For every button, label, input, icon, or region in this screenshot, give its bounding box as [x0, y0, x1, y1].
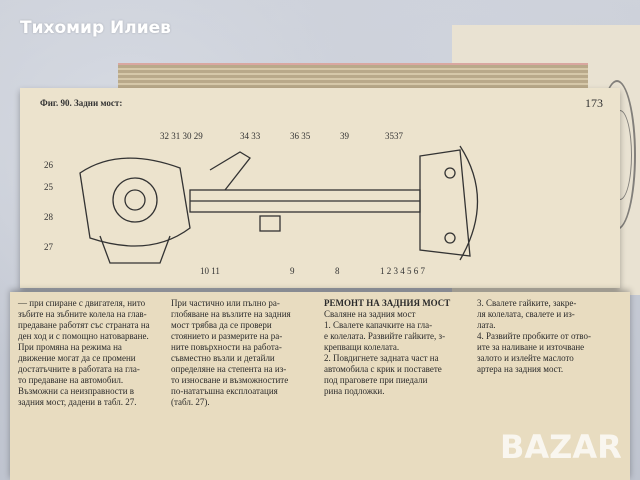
text-line: — при спиране с двигателя, нито: [18, 298, 146, 308]
text-line: рина подложки.: [324, 386, 385, 396]
text-line: залото и излейте маслото: [477, 353, 574, 363]
wheel-hub: [419, 149, 471, 257]
text-line: задния мост, дадени в табл. 27.: [18, 397, 137, 407]
watermark-text: Тихомир Илиев: [20, 18, 171, 38]
text-line: съвместно възли и детайли: [171, 353, 275, 363]
top-page: 173 Фиг. 90. Задни мост: 39 36 35 34 33 32 …: [20, 88, 620, 288]
section-subheading: Сваляне на задния мост: [324, 309, 416, 319]
text-line: 2. Повдигнете задната част на: [324, 353, 439, 363]
brake-drum: [459, 145, 479, 261]
callout-number: 26: [44, 160, 54, 170]
text-line: достатъчните в работата на гла-: [18, 364, 140, 374]
text-line: движение могат да се промени: [18, 353, 136, 363]
callout-number: 1 2 3 4 5 6 7: [380, 266, 426, 276]
text-line: 3. Свалете гайките, закре-: [477, 298, 577, 308]
text-line: предаване работят със страната на: [18, 320, 150, 330]
callout-number: 10 11: [200, 266, 220, 276]
text-line: по-нататъшна експлоатация: [171, 386, 278, 396]
text-line: определяне на степента на из-: [171, 364, 287, 374]
axle-tube-upper: [209, 151, 251, 191]
callout-number: 3537: [385, 131, 404, 141]
text-line: 4. Развийте пробките от отво-: [477, 331, 591, 341]
text-line: то предаване на автомобил.: [18, 375, 124, 385]
text-line: автомобила с крик и поставете: [324, 364, 442, 374]
right-text-column-continued: 3. Свалете гайките, закре- ля колелата, …: [477, 298, 622, 375]
text-line: ите за наливане и източване: [477, 342, 585, 352]
text-line: (табл. 27).: [171, 397, 210, 407]
callout-number: 27: [44, 242, 54, 252]
rear-axle-drawing: 39 36 35 34 33 32 31 30 29 26 25 28 27 10 11 9 8 1 …: [44, 131, 479, 276]
callout-number: 9: [290, 266, 295, 276]
text-line: мост трябва да се провери: [171, 320, 272, 330]
callout-number: 25: [44, 182, 54, 192]
differential-gear: [112, 177, 158, 223]
text-line: При частично или пълно ра-: [171, 298, 280, 308]
left-text-column: — при спиране с двигателя, нито зъбите н…: [18, 298, 163, 408]
figure-caption: Фиг. 90. Задни мост:: [40, 98, 520, 109]
text-line: зъбите на зъбните колела на глав-: [18, 309, 147, 319]
section-heading: РЕМОНТ НА ЗАДНИЯ МОСТ: [324, 298, 451, 308]
text-line: ден ход и с помощно натоварване.: [18, 331, 149, 341]
left-text-column-continued: При частично или пълно ра- глобяване на …: [171, 298, 316, 408]
text-line: крепващи колелата.: [324, 342, 400, 352]
text-line: ля колелата, свалете и из-: [477, 309, 575, 319]
right-text-column: РЕМОНТ НА ЗАДНИЯ МОСТ Сваляне на задния …: [324, 298, 469, 397]
page-number: 173: [585, 96, 603, 110]
callout-number: 32 31 30 29: [160, 131, 203, 141]
text-line: то износване и възможностите: [171, 375, 289, 385]
text-line: При промяна на режима на: [18, 342, 122, 352]
callout-number: 36 35: [290, 131, 311, 141]
text-line: артера на задния мост.: [477, 364, 564, 374]
text-line: под праговете при пиедали: [324, 375, 428, 385]
text-line: лата.: [477, 320, 496, 330]
text-line: е колелата. Развийте гайките, з-: [324, 331, 446, 341]
text-line: ните повърхности на работа-: [171, 342, 282, 352]
caption-title: Фиг. 90. Задни мост:: [40, 98, 123, 108]
text-line: стоянието и размерите на ра-: [171, 331, 283, 341]
pinion-housing: [99, 235, 171, 264]
bazar-logo: BAZAR: [500, 428, 622, 466]
text-line: Възможни са неизправности в: [18, 386, 135, 396]
callout-number: 8: [335, 266, 340, 276]
text-line: 1. Свалете капачките на гла-: [324, 320, 433, 330]
bottom-page: — при спиране с двигателя, нито зъбите н…: [10, 292, 630, 480]
differential-housing: [79, 157, 191, 247]
callout-number: 39: [340, 131, 350, 141]
text-line: глобяване на възлите на задния: [171, 309, 291, 319]
callout-number: 28: [44, 212, 54, 222]
callout-number: 34 33: [240, 131, 261, 141]
book-page-edges: [118, 63, 588, 89]
bracket: [259, 215, 281, 232]
